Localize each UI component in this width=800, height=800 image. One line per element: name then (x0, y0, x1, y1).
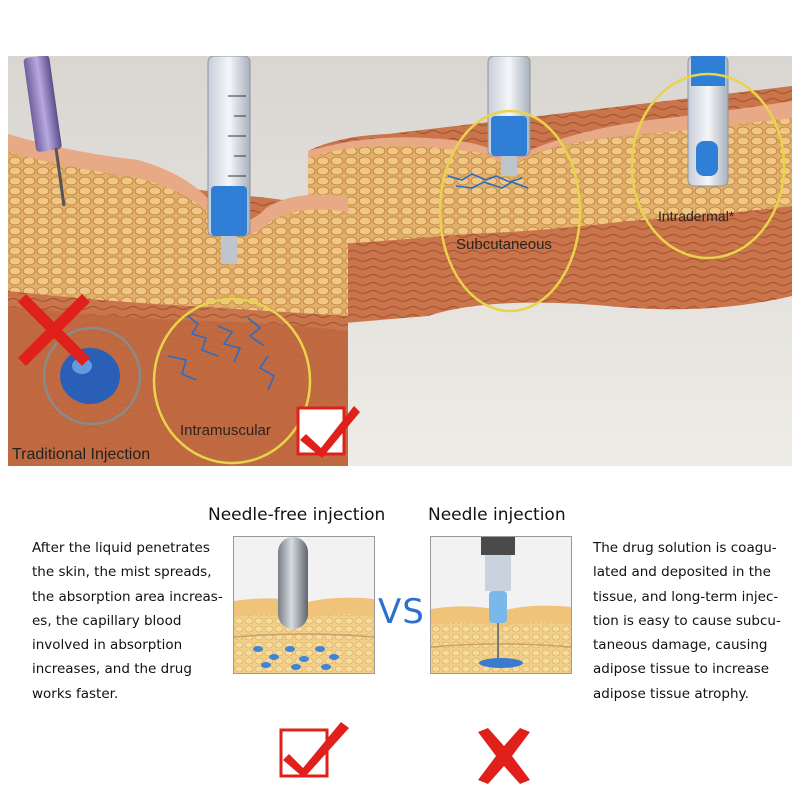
vs-label: VS (378, 592, 425, 632)
description-line: the skin, the mist spreads, (32, 564, 212, 581)
check-mark-icon (296, 406, 360, 458)
needle-free-heading: Needle-free injection (208, 505, 386, 525)
red-x-icon (478, 728, 530, 784)
subcutaneous-label: Subcutaneous (456, 236, 552, 253)
description-line: taneous damage, causing (593, 637, 768, 654)
description-line: tissue, and long-term injec- (593, 588, 779, 605)
needle-panel (430, 536, 572, 674)
description-line: works faster. (32, 685, 119, 702)
skin-cross-section-svg (8, 55, 792, 466)
traditional-injection-label: Traditional Injection (12, 446, 151, 463)
description-line: adipose tissue to increase (593, 661, 770, 678)
description-line: adipose tissue atrophy. (593, 685, 749, 702)
description-line: After the liquid penetrates (32, 540, 210, 556)
needle-description: The drug solution is coagu- lated and de… (593, 536, 781, 706)
description-line: es, the capillary blood (32, 612, 182, 629)
description-line: The drug solution is coagu- (593, 540, 777, 556)
red-x-icon (18, 294, 90, 366)
description-line: lated and deposited in the (593, 564, 771, 581)
needle-free-diagram (234, 537, 374, 673)
check-mark-icon (279, 722, 349, 778)
intradermal-label: Intradermal* (658, 208, 735, 224)
description-line: increases, and the drug (32, 661, 192, 678)
description-line: tion is easy to cause subcu- (593, 612, 781, 629)
needle-heading: Needle injection (428, 505, 566, 525)
skin-injection-illustration: Intramuscular Subcutaneous Intradermal* … (8, 55, 792, 466)
needle-diagram (431, 537, 571, 673)
needle-free-panel (233, 536, 375, 674)
description-line: the absorption area increas- (32, 588, 223, 605)
needle-free-description: After the liquid penetrates the skin, th… (32, 536, 223, 706)
description-line: involved in absorption (32, 637, 183, 654)
intramuscular-label: Intramuscular (180, 422, 271, 439)
